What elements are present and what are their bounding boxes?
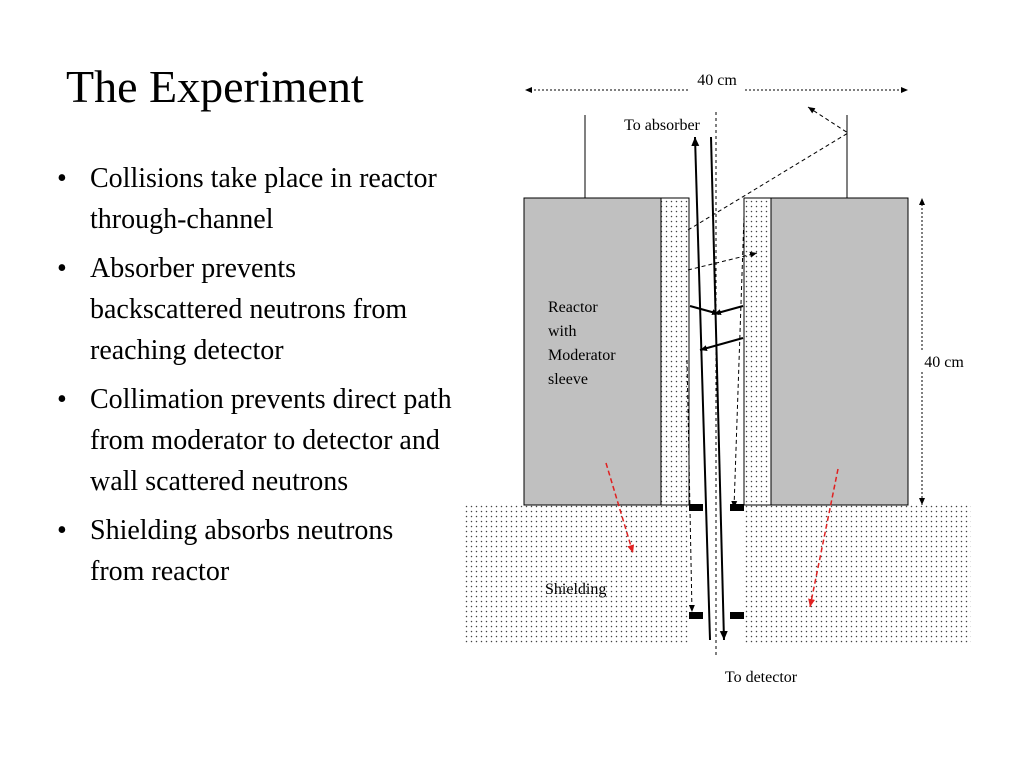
shielding-right xyxy=(745,505,971,645)
scatter-path xyxy=(687,251,758,271)
neutron-path-down xyxy=(710,136,728,641)
bullet-marker: • xyxy=(57,384,67,415)
neutron-path-up xyxy=(691,136,711,641)
bullet-marker: • xyxy=(57,515,67,546)
slide-title: The Experiment xyxy=(66,61,364,112)
bullet-text: Collimation prevents direct path from mo… xyxy=(90,384,452,497)
bullet-item: • Collisions take place in reactor throug… xyxy=(54,158,454,240)
reactor-label-line: with xyxy=(548,323,576,340)
bullet-item: • Absorber prevents backscattered neutron… xyxy=(54,248,454,371)
collision-arrow xyxy=(713,305,744,316)
collision-arrow xyxy=(699,337,744,352)
bullet-item: • Collimation prevents direct path from m… xyxy=(54,379,454,502)
collimator-block xyxy=(730,612,744,619)
bullet-marker: • xyxy=(57,163,67,194)
moderator-sleeve-right xyxy=(743,197,772,506)
wall-scatter-path-left xyxy=(686,359,695,613)
collimator-block xyxy=(689,504,703,511)
to-detector-label: To detector xyxy=(725,669,798,686)
collimator-block xyxy=(730,504,744,511)
bullet-list: • Collisions take place in reactor throug… xyxy=(54,158,454,600)
moderator-sleeve-left xyxy=(660,197,690,506)
reactor-right xyxy=(770,197,909,506)
to-absorber-label: To absorber xyxy=(624,117,700,134)
width-dimension-label: 40 cm xyxy=(697,72,737,89)
reactor-label-line: sleeve xyxy=(548,371,588,388)
reactor-label-line: Reactor xyxy=(548,299,598,316)
bullet-item: • Shielding absorbs neutrons from reactor xyxy=(54,510,454,592)
reactor-label-line: Moderator xyxy=(548,347,616,364)
shielding-label: Shielding xyxy=(545,581,606,598)
bullet-text: Absorber prevents backscattered neutrons… xyxy=(90,253,408,366)
height-dimension-label: 40 cm xyxy=(924,354,964,371)
wall-scatter-path-right xyxy=(731,215,745,509)
bullet-text: Collisions take place in reactor through… xyxy=(90,163,437,235)
collimator-block xyxy=(689,612,703,619)
bullet-text: Shielding absorbs neutrons from reactor xyxy=(90,515,394,587)
bullet-marker: • xyxy=(57,253,67,284)
shielding-left xyxy=(464,505,690,645)
backscatter-path xyxy=(687,106,849,231)
